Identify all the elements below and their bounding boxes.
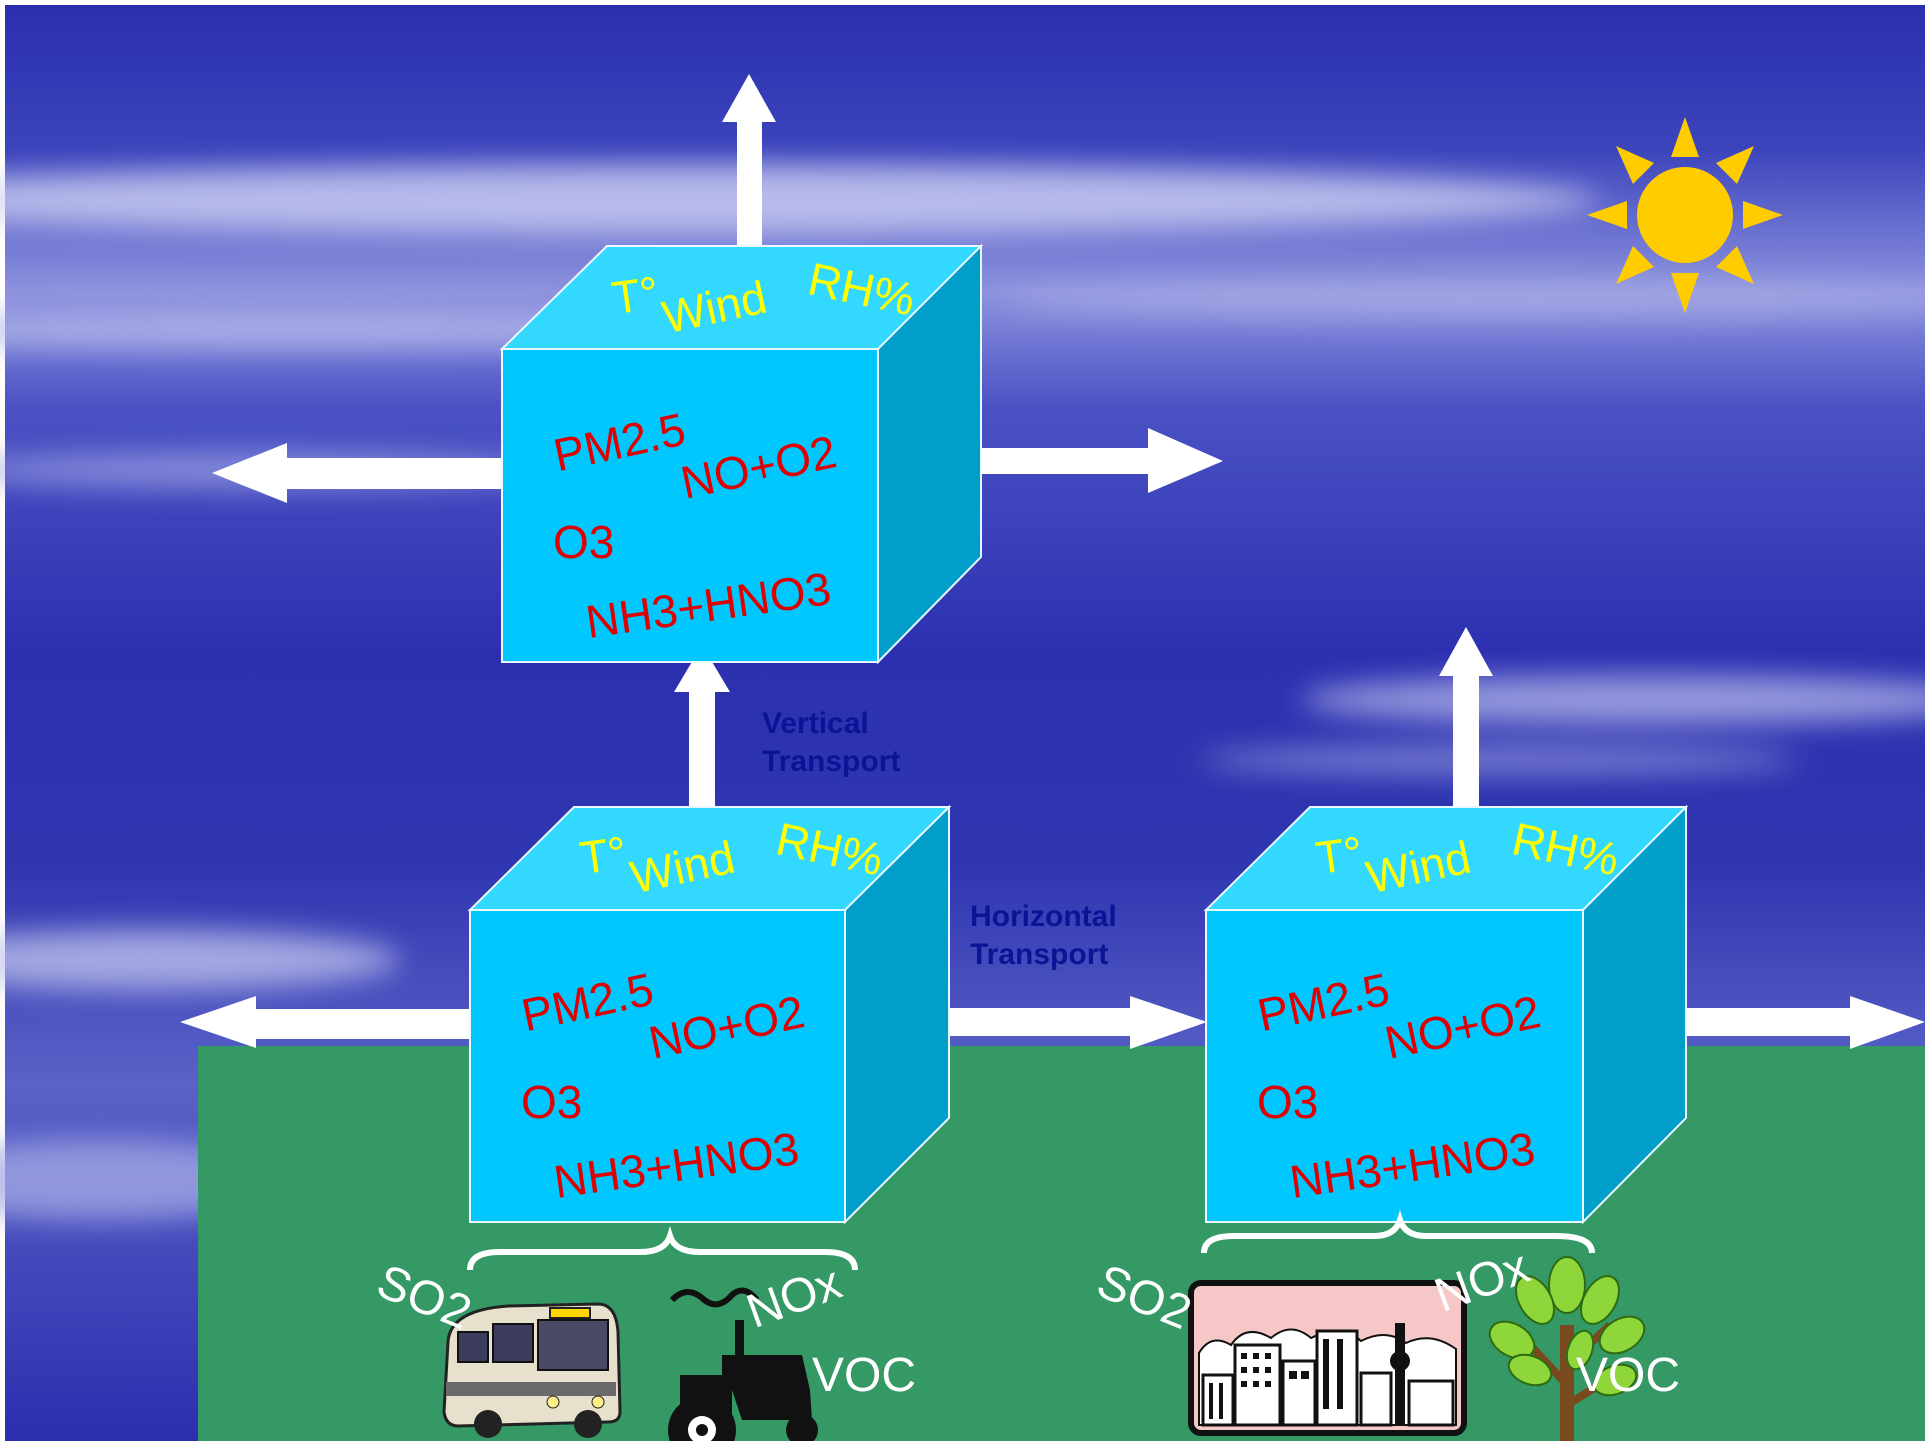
brace-right [1201,1209,1595,1254]
city-icon [1188,1280,1467,1436]
horizontal-transport-line2: Transport [970,938,1109,971]
vertical-transport-line2: Transport [762,745,901,778]
sun-icon [1587,117,1783,313]
cube-top-label-temp: T° [608,266,662,324]
vertical-transport-label: Vertical Transport [762,705,900,781]
arrow-up-top [722,74,776,268]
left-voc-label: VOC [812,1349,917,1402]
arrow-right-top [933,428,1223,493]
horizontal-transport-label: Horizontal Transport [970,898,1117,974]
arrow-horizontal-transport [916,996,1207,1049]
cube-bottom-left [467,804,952,1225]
cube-right-label-temp: T° [1312,826,1366,884]
vertical-transport-line1: Vertical [762,707,869,740]
cube-bottom-right [1203,804,1689,1225]
bus-icon [442,1302,622,1438]
cube-left-label-temp: T° [576,826,630,884]
right-voc-label: VOC [1576,1349,1681,1402]
arrow-right-bottom [1637,996,1925,1049]
cube-top [499,243,984,665]
arrow-up-right [1439,627,1493,820]
cube-top-label-o3: O3 [553,516,615,568]
cube-left-label-o3: O3 [521,1076,583,1128]
arrow-vertical-transport [674,645,730,837]
tree-icon [1488,1256,1646,1441]
cube-right-label-o3: O3 [1257,1076,1319,1128]
tractor-icon [668,1287,818,1441]
horizontal-transport-line1: Horizontal [970,900,1117,933]
brace-left [467,1225,858,1271]
arrow-left-top [212,443,502,503]
arrow-left-bottom [180,996,470,1048]
